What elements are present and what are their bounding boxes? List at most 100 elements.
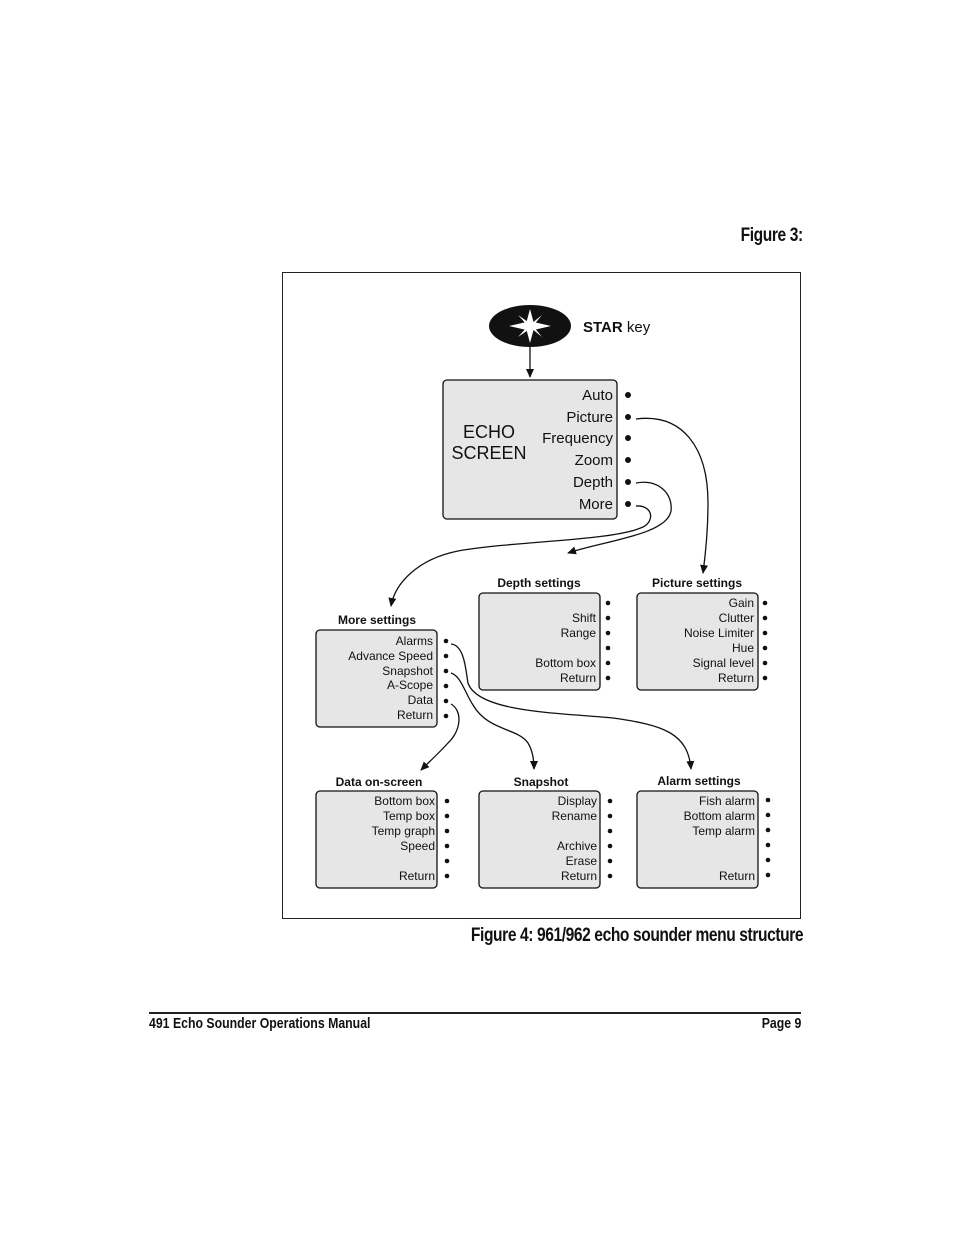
depth-item-range[interactable]: Range xyxy=(561,626,597,640)
picture-softkey-bullet xyxy=(762,645,768,651)
alarm-softkey-bullet xyxy=(765,812,771,818)
picture-settings-box xyxy=(636,592,759,691)
echo-softkey-bullet xyxy=(625,479,631,485)
more-to-more-settings-connector xyxy=(388,505,652,607)
echo-screen-title-line2: SCREEN xyxy=(451,443,526,463)
more-settings-menu: More settings Alarms Advance Speed Snaps… xyxy=(315,613,449,728)
echo-item-depth[interactable]: Depth xyxy=(573,474,613,491)
depth-settings-box xyxy=(478,592,601,691)
alarm-settings-menu: Alarm settings Fish alarm Bottom alarm T… xyxy=(636,774,771,889)
data-softkey-bullet xyxy=(444,873,450,879)
more-item-data[interactable]: Data xyxy=(408,693,434,707)
alarm-softkey-bullet xyxy=(765,857,771,863)
alarm-softkey-bullet xyxy=(765,797,771,803)
snapshot-item-erase[interactable]: Erase xyxy=(566,854,598,868)
picture-item-noise-limiter[interactable]: Noise Limiter xyxy=(684,626,754,640)
more-item-a-scope[interactable]: A-Scope xyxy=(387,678,433,692)
alarm-softkey-bullet xyxy=(765,827,771,833)
snapshot-title: Snapshot xyxy=(514,775,569,789)
echo-softkey-bullet xyxy=(625,392,631,398)
more-item-return[interactable]: Return xyxy=(397,708,433,722)
snapshot-softkey-bullet xyxy=(607,873,613,879)
data-item-speed[interactable]: Speed xyxy=(400,839,435,853)
echo-softkey-bullet xyxy=(625,414,631,420)
echo-screen-box xyxy=(442,379,618,520)
footer-page-number: Page 9 xyxy=(761,1015,801,1032)
data-softkey-bullet xyxy=(444,813,450,819)
picture-item-hue[interactable]: Hue xyxy=(732,641,754,655)
more-item-alarms[interactable]: Alarms xyxy=(396,634,433,648)
star-key-bold: STAR xyxy=(583,319,623,336)
data-softkey-bullet xyxy=(444,843,450,849)
data-on-screen-menu: Data on-screen Bottom box Temp box Temp … xyxy=(315,775,450,889)
echo-item-auto[interactable]: Auto xyxy=(582,387,613,404)
data-on-screen-title: Data on-screen xyxy=(336,775,423,789)
snapshot-softkey-bullet xyxy=(607,843,613,849)
snapshot-softkey-bullet xyxy=(607,813,613,819)
data-item-temp-box[interactable]: Temp box xyxy=(383,809,435,823)
data-softkey-bullet xyxy=(444,858,450,864)
echo-screen-menu: ECHO SCREEN Auto Picture Frequency Zoom … xyxy=(442,379,631,520)
data-item-bottom-box[interactable]: Bottom box xyxy=(374,794,435,808)
picture-softkey-bullet xyxy=(762,660,768,666)
more-softkey-bullet xyxy=(443,668,449,674)
data-on-screen-box xyxy=(315,790,438,889)
alarm-item-return[interactable]: Return xyxy=(719,869,755,883)
more-softkey-bullet xyxy=(443,713,449,719)
alarm-softkey-bullet xyxy=(765,872,771,878)
picture-item-signal-level[interactable]: Signal level xyxy=(693,656,754,670)
picture-softkey-bullet xyxy=(762,630,768,636)
echo-softkey-bullet xyxy=(625,435,631,441)
picture-item-gain[interactable]: Gain xyxy=(729,596,754,610)
echo-item-picture[interactable]: Picture xyxy=(566,409,613,426)
alarm-softkey-bullet xyxy=(765,842,771,848)
depth-settings-title: Depth settings xyxy=(497,576,581,590)
more-item-advance-speed[interactable]: Advance Speed xyxy=(348,649,433,663)
depth-softkey-bullet xyxy=(605,675,611,681)
depth-item-bottom-box[interactable]: Bottom box xyxy=(535,656,596,670)
data-softkey-bullet xyxy=(444,828,450,834)
data-softkey-bullet xyxy=(444,798,450,804)
snapshot-menu: Snapshot Display Rename Archive Erase Re… xyxy=(478,775,613,889)
depth-item-return[interactable]: Return xyxy=(560,671,596,685)
depth-softkey-bullet xyxy=(605,630,611,636)
more-settings-title: More settings xyxy=(338,613,416,627)
picture-softkey-bullet xyxy=(762,600,768,606)
menu-structure-diagram: STAR key ECHO SCREEN Auto Picture Freque… xyxy=(315,305,771,889)
diagram-frame: STAR key ECHO SCREEN Auto Picture Freque… xyxy=(282,272,801,919)
data-item-temp-graph[interactable]: Temp graph xyxy=(372,824,435,838)
picture-to-picture-settings-connector xyxy=(635,417,709,574)
star-key-rest: key xyxy=(623,319,651,336)
echo-item-zoom[interactable]: Zoom xyxy=(575,452,613,469)
depth-item-shift[interactable]: Shift xyxy=(572,611,597,625)
picture-item-return[interactable]: Return xyxy=(718,671,754,685)
more-item-snapshot[interactable]: Snapshot xyxy=(382,664,433,678)
more-softkey-bullet xyxy=(443,638,449,644)
alarm-item-fish-alarm[interactable]: Fish alarm xyxy=(699,794,755,808)
data-item-return[interactable]: Return xyxy=(399,869,435,883)
snapshot-softkey-bullet xyxy=(607,798,613,804)
alarm-item-bottom-alarm[interactable]: Bottom alarm xyxy=(684,809,755,823)
echo-item-more[interactable]: More xyxy=(579,496,613,513)
more-settings-box xyxy=(315,629,438,728)
figure-caption: Figure 4: 961/962 echo sounder menu stru… xyxy=(470,925,804,946)
figure-3-label: Figure 3: xyxy=(740,225,804,246)
star-key: STAR key xyxy=(489,305,651,347)
snapshot-box xyxy=(478,790,601,889)
alarm-item-temp-alarm[interactable]: Temp alarm xyxy=(692,824,755,838)
footer-manual-title: 491 Echo Sounder Operations Manual xyxy=(149,1015,371,1032)
snapshot-item-rename[interactable]: Rename xyxy=(552,809,598,823)
depth-softkey-bullet xyxy=(605,600,611,606)
echo-screen-title-line1: ECHO xyxy=(463,422,515,442)
more-softkey-bullet xyxy=(443,698,449,704)
depth-settings-menu: Depth settings Shift Range Bottom box Re… xyxy=(478,576,611,691)
snapshot-item-display[interactable]: Display xyxy=(558,794,597,808)
more-softkey-bullet xyxy=(443,683,449,689)
snapshot-item-return[interactable]: Return xyxy=(561,869,597,883)
echo-softkey-bullet xyxy=(625,501,631,507)
echo-item-frequency[interactable]: Frequency xyxy=(542,430,613,447)
depth-softkey-bullet xyxy=(605,615,611,621)
alarm-settings-title: Alarm settings xyxy=(657,774,741,788)
picture-item-clutter[interactable]: Clutter xyxy=(719,611,754,625)
snapshot-item-archive[interactable]: Archive xyxy=(557,839,597,853)
